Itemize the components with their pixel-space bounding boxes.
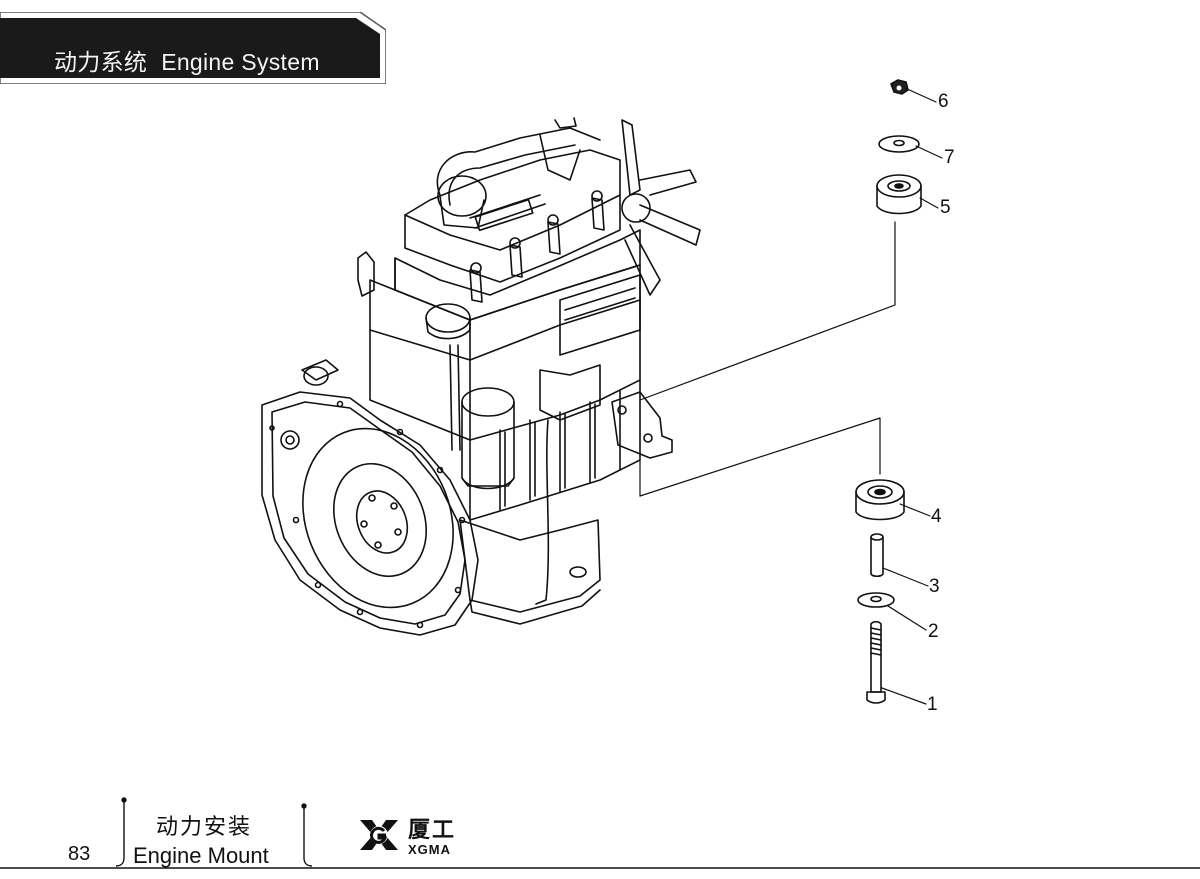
footer-title-cn: 动力安装: [156, 814, 253, 839]
banner-shape: [0, 12, 386, 84]
page-number: 83: [68, 843, 91, 865]
section-title-en: Engine System: [161, 49, 320, 75]
footer-rules: [0, 797, 1200, 869]
washer-icon: [878, 135, 920, 153]
mount-bushing-icon: [876, 174, 922, 215]
callout-leaders: [881, 87, 943, 705]
xgma-logo-icon: [360, 820, 398, 850]
section-header-banner: 动力系统 Engine System: [0, 12, 386, 84]
bolt-icon: [866, 620, 886, 704]
callout-4: 4: [931, 506, 942, 527]
section-title: 动力系统 Engine System: [54, 43, 334, 77]
logo-text-cn: 厦工: [408, 817, 457, 842]
nut-icon: [890, 79, 909, 95]
callout-2: 2: [928, 621, 939, 642]
assembly-leader-lines: [639, 221, 896, 497]
spacer-sleeve-icon: [870, 533, 884, 578]
washer-icon: [857, 592, 895, 608]
callout-7: 7: [944, 147, 955, 168]
xgma-logo: 厦工 XGMA: [358, 812, 468, 862]
mount-bushing-icon: [855, 479, 905, 521]
callout-1: 1: [927, 694, 938, 715]
callout-3: 3: [929, 576, 940, 597]
footer-title-en: Engine Mount: [133, 843, 269, 868]
callout-6: 6: [938, 91, 949, 112]
callout-5: 5: [940, 197, 951, 218]
engine-illustration: [261, 117, 701, 636]
section-title-cn: 动力系统: [54, 49, 148, 75]
logo-text-en: XGMA: [408, 842, 451, 857]
upper-mount-parts: [876, 79, 922, 215]
lower-mount-parts: [855, 479, 905, 704]
